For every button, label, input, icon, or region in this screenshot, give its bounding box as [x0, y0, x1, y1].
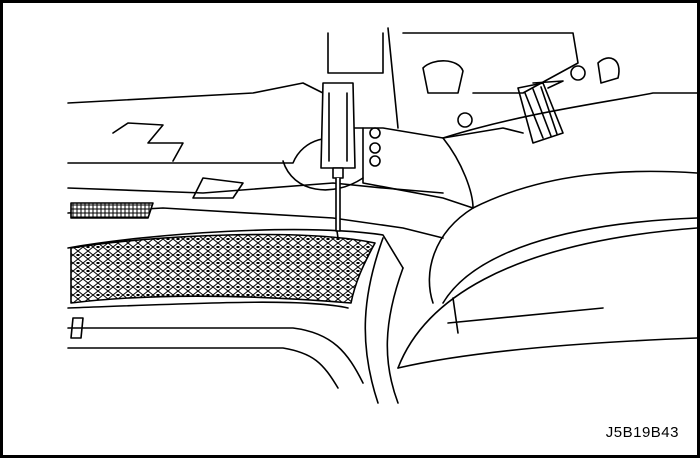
grille-mesh [70, 233, 376, 304]
radiator-support [327, 27, 620, 167]
headlamp [397, 92, 697, 369]
figure-id-label: J5B19B43 [605, 424, 679, 441]
hood-panel [67, 82, 524, 209]
screwdriver-icon [320, 82, 356, 239]
grille-removal-illustration [67, 27, 697, 404]
upper-vent-slots [70, 202, 154, 219]
